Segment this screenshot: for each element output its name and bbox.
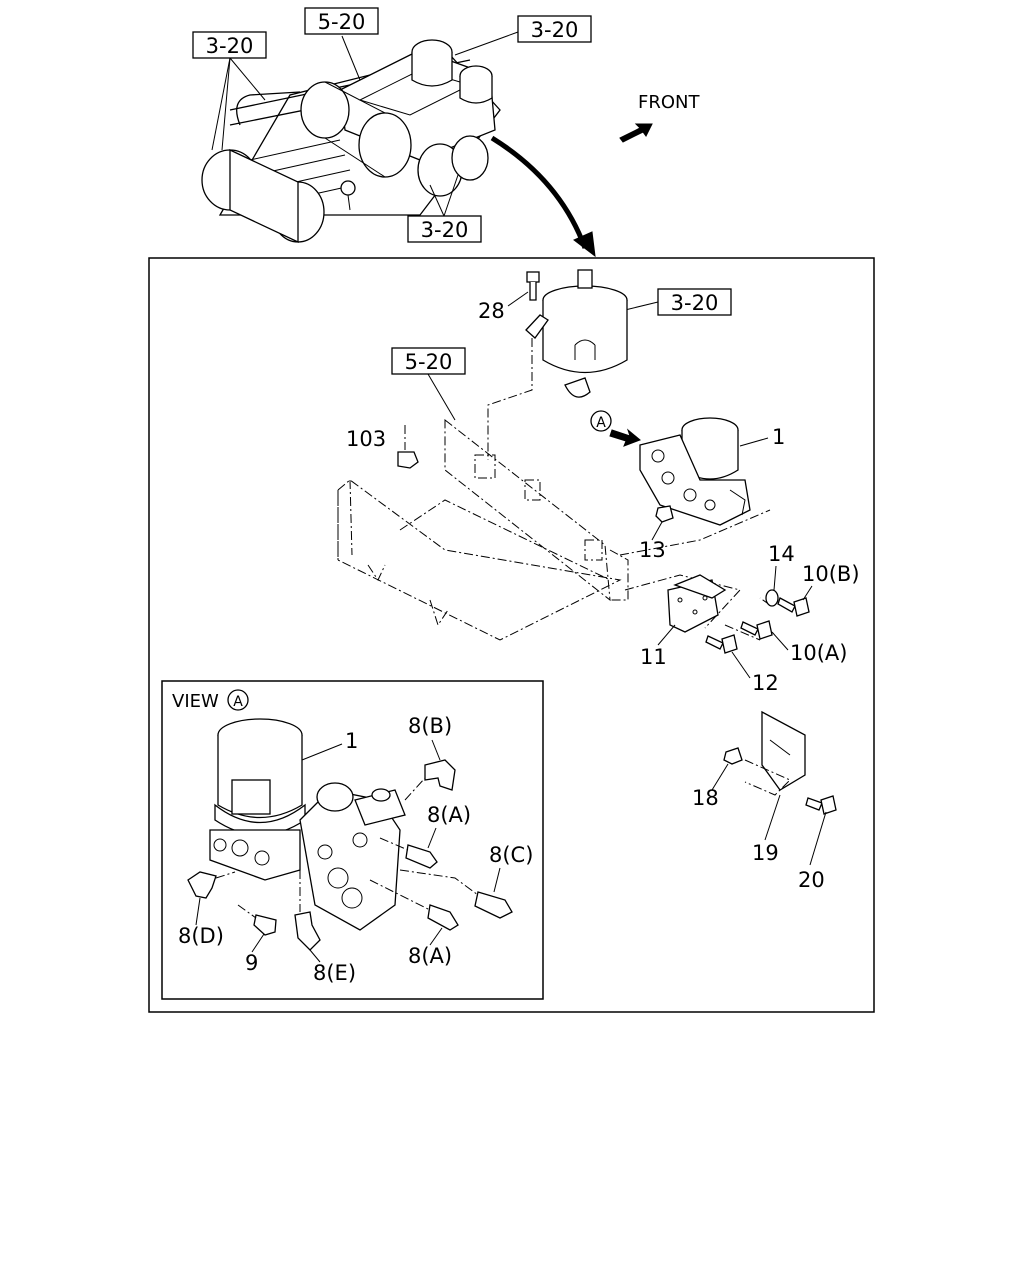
ref-box-3-20-topleft: 3-20 bbox=[192, 31, 267, 59]
bolt-10b: 10(B) bbox=[777, 562, 860, 617]
svg-text:FRONT: FRONT bbox=[638, 92, 700, 113]
svg-text:A: A bbox=[233, 694, 243, 710]
bolt-28: 28 bbox=[478, 271, 549, 339]
detail-frame bbox=[148, 257, 875, 1013]
view-a-dryer: 1 bbox=[209, 718, 358, 881]
svg-text:8(E): 8(E) bbox=[313, 961, 356, 985]
svg-text:VIEW: VIEW bbox=[172, 691, 219, 712]
svg-text:A: A bbox=[596, 415, 606, 431]
svg-text:3-20: 3-20 bbox=[531, 18, 579, 42]
ref-box-5-20-top: 5-20 bbox=[304, 7, 379, 35]
bolt-20: 20 bbox=[798, 795, 837, 892]
svg-text:10(A): 10(A) bbox=[790, 641, 847, 665]
svg-text:11: 11 bbox=[640, 645, 667, 669]
svg-text:8(A): 8(A) bbox=[427, 803, 471, 827]
svg-text:3-20: 3-20 bbox=[421, 218, 469, 242]
nut-103: 103 bbox=[346, 427, 419, 469]
front-direction-indicator: FRONT bbox=[619, 92, 700, 143]
bracket-19: 19 bbox=[744, 710, 806, 865]
view-a-callout: A bbox=[590, 410, 641, 447]
bracket-11: 11 bbox=[640, 574, 727, 669]
svg-text:1: 1 bbox=[772, 425, 785, 449]
svg-text:8(C): 8(C) bbox=[489, 843, 533, 867]
detail-callout-arrow bbox=[490, 135, 588, 249]
svg-text:28: 28 bbox=[478, 299, 505, 323]
nut-18: 18 bbox=[692, 747, 743, 810]
nut-13: 13 bbox=[639, 505, 674, 562]
svg-text:20: 20 bbox=[798, 868, 825, 892]
svg-text:8(D): 8(D) bbox=[178, 924, 224, 948]
overview-assembly bbox=[201, 39, 501, 244]
view-a-frame bbox=[161, 680, 544, 1000]
svg-text:5-20: 5-20 bbox=[405, 350, 453, 374]
svg-text:8(B): 8(B) bbox=[408, 714, 452, 738]
svg-text:3-20: 3-20 bbox=[671, 291, 719, 315]
washer-14: 14 bbox=[765, 542, 795, 607]
view-a-fittings: 8(B) 8(A) 8(C) 8(A) 8(D) 9 8(E) bbox=[178, 714, 533, 985]
svg-text:8(A): 8(A) bbox=[408, 944, 452, 968]
svg-text:9: 9 bbox=[245, 951, 258, 975]
svg-text:5-20: 5-20 bbox=[318, 10, 366, 34]
svg-text:12: 12 bbox=[752, 671, 779, 695]
air-dryer-unit: 1 bbox=[639, 417, 785, 526]
tray-bracket bbox=[337, 418, 629, 641]
svg-text:18: 18 bbox=[692, 786, 719, 810]
bolt-12: 12 bbox=[705, 634, 779, 695]
svg-text:19: 19 bbox=[752, 841, 779, 865]
bolt-10a: 10(A) bbox=[740, 620, 847, 665]
svg-text:10(B): 10(B) bbox=[802, 562, 860, 586]
svg-text:3-20: 3-20 bbox=[206, 34, 254, 58]
svg-text:1: 1 bbox=[345, 729, 358, 753]
ref-box-3-20-topright: 3-20 bbox=[517, 15, 592, 43]
air-tank-inner bbox=[542, 269, 628, 398]
svg-text:103: 103 bbox=[346, 427, 386, 451]
overview-leaders bbox=[211, 31, 519, 217]
front-arrow-icon bbox=[619, 123, 653, 143]
view-a-valve-body bbox=[299, 782, 406, 931]
svg-text:13: 13 bbox=[639, 538, 666, 562]
ref-box-3-20-bottom: 3-20 bbox=[407, 215, 482, 243]
svg-text:14: 14 bbox=[768, 542, 795, 566]
ref-box-5-20-inner: 5-20 bbox=[391, 347, 466, 421]
ref-box-3-20-inner: 3-20 bbox=[624, 288, 732, 316]
view-a-title: VIEW A bbox=[172, 689, 249, 712]
